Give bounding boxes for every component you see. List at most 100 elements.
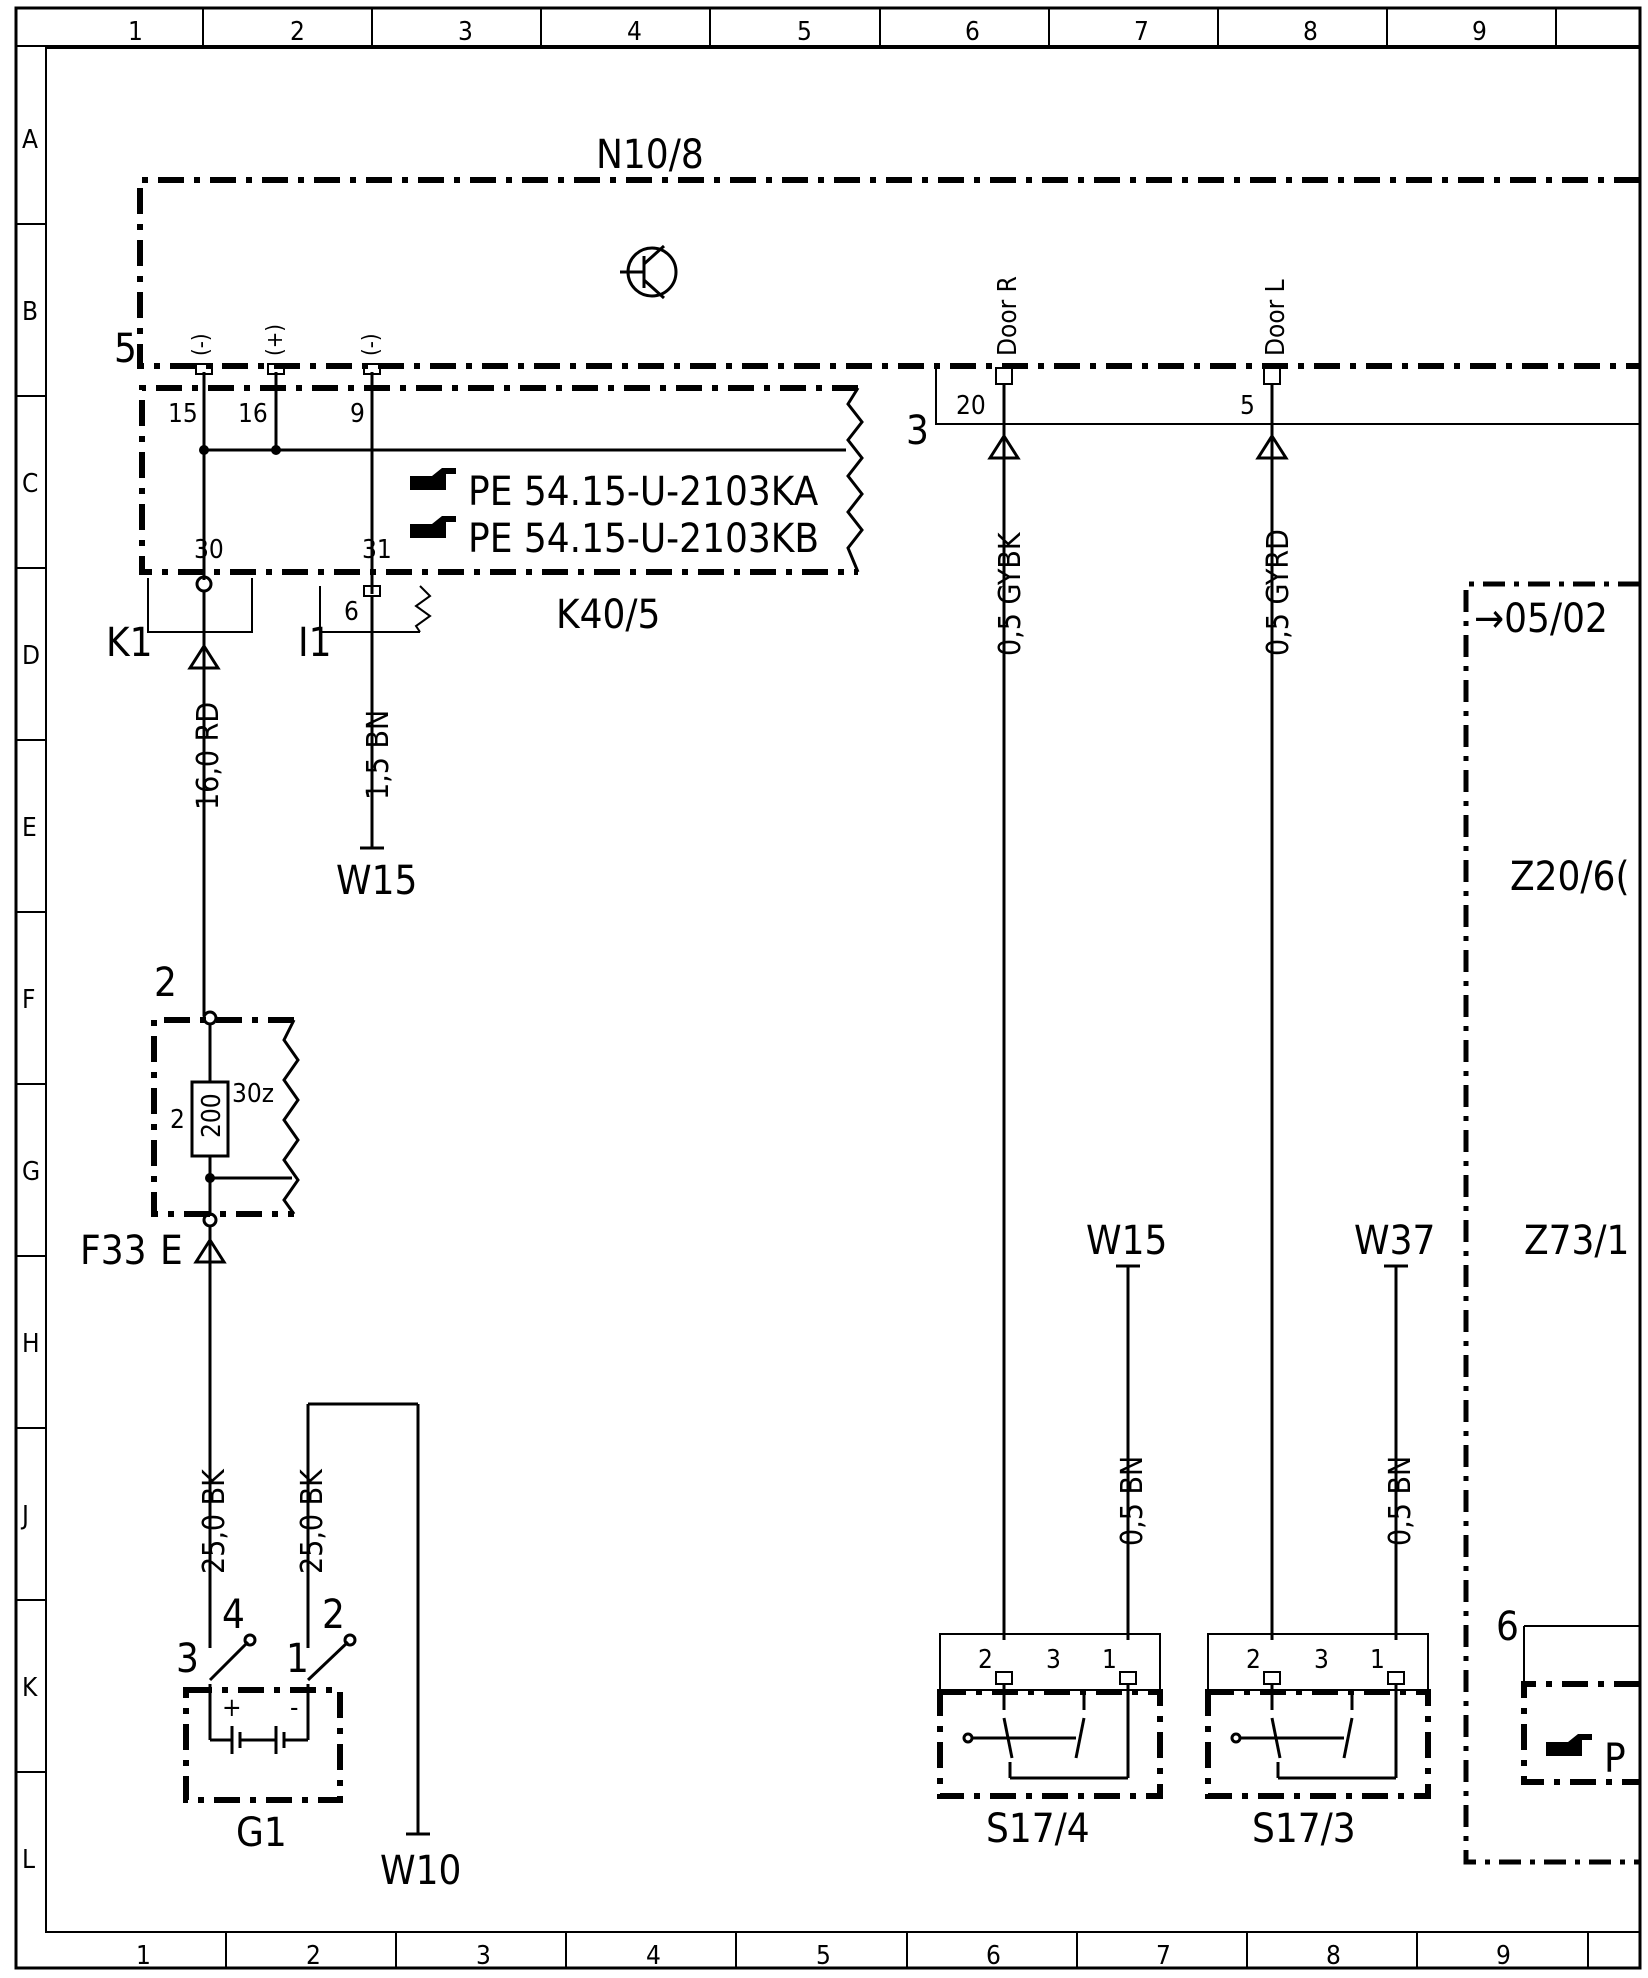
n10-8-label: N10/8 [596,132,704,178]
col-label: 9 [1472,17,1487,47]
col-label: 1 [128,17,143,47]
row-label: G [22,1157,40,1187]
door-l-label: Door L [1261,279,1291,356]
s17-4-pin-3: 3 [1046,1645,1061,1675]
col-label: 2 [306,1941,321,1971]
g1-pin-4: 4 [222,1592,245,1638]
wire-05bn-b: 0,5 BN [1383,1456,1418,1546]
pointing-hand-icon [1546,1734,1592,1756]
wire-16rd: 16,0 RD [191,702,226,810]
i1-label: I1 [298,620,332,666]
row-label: F [22,985,35,1015]
i1-connector: 6 I1 1,5 BN W15 [298,585,432,904]
fuse-pin-2-label: 2 [154,960,177,1006]
pin-31-label: 31 [362,535,392,565]
pointing-hand-icon [410,468,456,490]
f33-e-label: E [160,1228,183,1274]
g1-pin-1: 1 [286,1636,309,1682]
f33-label: F33 [80,1228,146,1274]
col-label: 8 [1326,1941,1341,1971]
col-label: 6 [965,17,980,47]
col-label: 4 [627,17,642,47]
pe-ref-kb: PE 54.15-U-2103KB [468,516,819,562]
col-label: 3 [458,17,473,47]
door-r-circuit: 3 20 0,5 GYBK W15 0,5 BN 2 3 1 S17/4 [906,366,1640,1852]
pin-3-label: 3 [906,408,929,454]
polarity-plus: (+) [263,324,288,356]
col-label: 6 [986,1941,1001,1971]
pin-16-label: 16 [238,399,268,429]
fuse-30z: 30z [232,1079,274,1109]
splice-region: →05/02 Z20/6( Z73/1 6 P [1463,581,1640,1865]
module-n10-8: N10/8 5 (-) (+) (-) Door R Door L [114,132,1640,372]
row-label: A [22,125,38,155]
row-label: B [22,297,38,327]
row-label: K [22,1673,38,1703]
s17-3-pin-1: 1 [1370,1645,1385,1675]
col-label: 3 [476,1941,491,1971]
wire-15bn: 1,5 BN [361,710,396,800]
col-label: 7 [1156,1941,1171,1971]
pin-6-label: 6 [344,597,359,627]
z20-6-label: Z20/6( [1510,854,1630,900]
col-label: 1 [136,1941,151,1971]
pin-30-label: 30 [194,535,224,565]
col-label: 2 [290,17,305,47]
fuse-f33: 2 200 2 30z F33 E 25,0 BK [80,960,300,1612]
w15-ground-label: W15 [336,858,417,904]
col-label: 8 [1303,17,1318,47]
col-label: 7 [1134,17,1149,47]
w15-label-2: W15 [1086,1218,1167,1264]
ref-05-02-label: →05/02 [1474,596,1608,642]
w37-label: W37 [1354,1218,1435,1264]
wire-25bk-a: 25,0 BK [197,1468,232,1574]
battery-minus: - [290,1693,298,1723]
k1-label: K1 [106,620,152,666]
pe-ref-ka: PE 54.15-U-2103KA [468,469,819,515]
k1-connector: K1 16,0 RD [106,575,253,1016]
bottom-ruler: 1 2 3 4 5 6 7 8 9 [46,1931,1640,1971]
polarity-minus: (-) [189,333,214,356]
row-label: C [22,469,38,499]
s17-3-pin-3: 3 [1314,1645,1329,1675]
k40-5-label: K40/5 [556,592,660,638]
relay-box-k40-5: K40/5 15 16 9 30 31 PE 54.15-U-2103KA PE… [139,363,864,638]
battery-plus: + [222,1693,242,1723]
s17-4-label: S17/4 [986,1806,1090,1852]
fuse-pin-2: 2 [170,1105,185,1135]
row-label: J [20,1501,29,1531]
polarity-minus: (-) [359,333,384,356]
s17-3-pin-2: 2 [1246,1645,1261,1675]
s17-4-pin-2: 2 [978,1645,993,1675]
wire-25bk-b: 25,0 BK [295,1468,330,1574]
door-r-label: Door R [993,276,1023,356]
z-pin-6-label: 6 [1496,1604,1519,1650]
z73-1-label: Z73/1 [1524,1218,1629,1264]
pin-20-label: 20 [956,391,986,421]
wire-05gyrd: 0,5 GYRD [1261,529,1296,656]
pin-5-label: 5 [114,326,137,372]
battery-g1: W10 25,0 BK 3 4 1 2 + - G1 [176,1402,461,1894]
wire-05gybk: 0,5 GYBK [993,531,1028,656]
pin-5b-label: 5 [1240,391,1255,421]
top-ruler: 1 2 3 4 5 6 7 8 9 [16,8,1640,47]
row-label: D [22,641,40,671]
wire-05bn-a: 0,5 BN [1115,1456,1150,1546]
pin-15-label: 15 [168,399,198,429]
g1-pin-3: 3 [176,1636,199,1682]
pointing-hand-icon [410,516,456,538]
door-l-circuit: 5 0,5 GYRD W37 0,5 BN 2 3 1 S17/3 [1205,367,1435,1852]
col-label: 9 [1496,1941,1511,1971]
col-label: 4 [646,1941,661,1971]
s17-4-pin-1: 1 [1102,1645,1117,1675]
col-label: 5 [816,1941,831,1971]
w10-label: W10 [380,1848,461,1894]
frame-outer [14,6,1642,1970]
transistor-icon [620,244,678,300]
left-ruler: A B C D E F G H J K L [16,125,46,1875]
g1-label: G1 [236,1810,287,1856]
pe-ref-c: P [1604,1736,1626,1782]
col-label: 5 [797,17,812,47]
g1-pin-2: 2 [322,1592,345,1638]
